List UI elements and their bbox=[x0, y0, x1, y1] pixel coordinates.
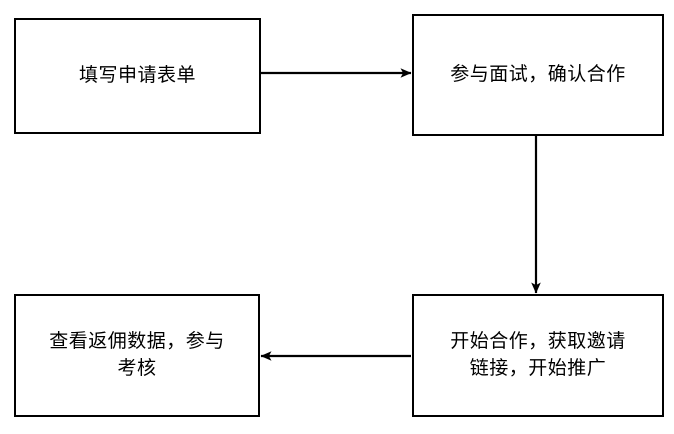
node-review-data-label: 查看返佣数据，参与 考核 bbox=[49, 330, 225, 379]
node-apply-form[interactable]: 填写申请表单 bbox=[14, 18, 261, 134]
node-apply-form-label: 填写申请表单 bbox=[78, 64, 196, 86]
node-interview-label: 参与面试，确认合作 bbox=[450, 63, 626, 85]
node-start-promote[interactable]: 开始合作，获取邀请 链接，开始推广 bbox=[412, 294, 664, 417]
node-review-data[interactable]: 查看返佣数据，参与 考核 bbox=[14, 294, 260, 417]
node-interview[interactable]: 参与面试，确认合作 bbox=[412, 14, 664, 136]
node-start-promote-label: 开始合作，获取邀请 链接，开始推广 bbox=[450, 330, 626, 379]
